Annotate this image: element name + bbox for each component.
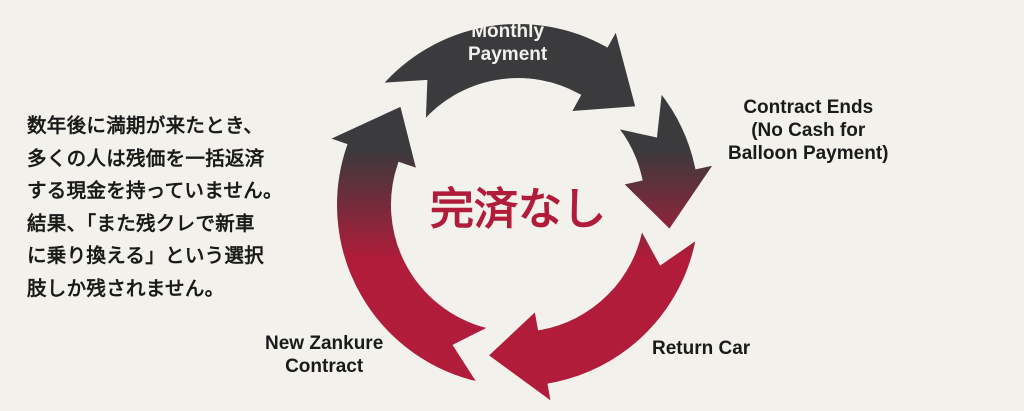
- label-line: New Zankure: [265, 333, 384, 354]
- arrow-return-car: [482, 220, 702, 410]
- step-label-return-car: Return Car: [652, 337, 750, 360]
- label-line: Monthly: [471, 21, 545, 42]
- label-line: Contract: [285, 356, 364, 377]
- description-line: 結果、「また残クレで新車: [27, 211, 255, 235]
- arrow-contract-ends: [609, 84, 722, 235]
- description-text: 数年後に満期が来たとき、 多くの人は残価を一括返済 する現金を持っていません。 …: [27, 110, 283, 305]
- arrow-monthly-payment: [375, 20, 641, 129]
- arrow-new-contract: [320, 101, 498, 387]
- label-line: Payment: [468, 44, 548, 65]
- label-line: (No Cash for: [751, 120, 866, 141]
- step-label-monthly-payment: Monthly Payment: [468, 20, 547, 66]
- label-line: Contract Ends: [743, 97, 874, 118]
- description-line: する現金を持っていません。: [27, 179, 283, 202]
- description-line: 肢しか残されません。: [27, 276, 225, 300]
- step-label-contract-ends: Contract Ends (No Cash for Balloon Payme…: [728, 96, 888, 165]
- label-line: Balloon Payment): [728, 143, 889, 164]
- label-line: Return Car: [652, 338, 751, 359]
- description-line: 多くの人は残価を一括返済: [27, 146, 265, 170]
- step-label-new-contract: New Zankure Contract: [265, 332, 383, 378]
- center-label: 完済なし: [430, 184, 606, 235]
- description-line: に乗り換える」という選択: [27, 244, 265, 267]
- description-line: 数年後に満期が来たとき、: [27, 114, 264, 137]
